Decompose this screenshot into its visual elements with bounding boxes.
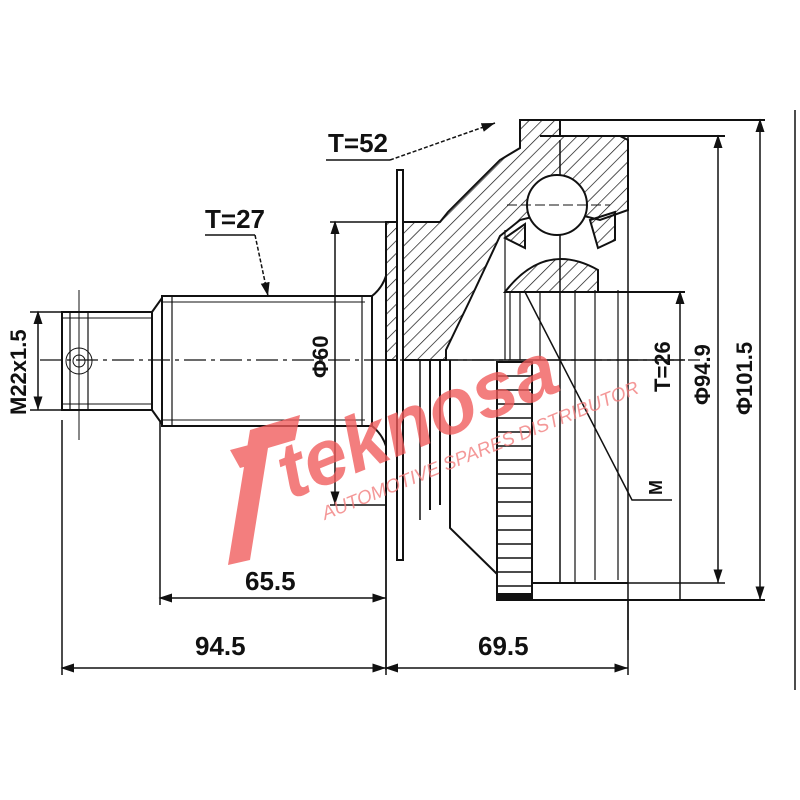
dimension-lines <box>30 110 796 690</box>
label-65-5: 65.5 <box>245 566 296 596</box>
label-m: M <box>646 480 666 495</box>
watermark-logo-icon <box>228 415 300 565</box>
label-phi101-5: Φ101.5 <box>732 342 757 415</box>
label-phi60: Φ60 <box>308 335 333 378</box>
label-t26: T=26 <box>650 341 675 392</box>
label-phi94-9: Φ94.9 <box>690 344 715 405</box>
threaded-end <box>61 311 153 411</box>
label-t52: T=52 <box>328 128 388 158</box>
label-t27: T=27 <box>205 204 265 234</box>
label-69-5: 69.5 <box>478 631 529 661</box>
label-thread: M22x1.5 <box>6 329 31 415</box>
label-94-5: 94.5 <box>195 631 246 661</box>
dimension-labels: T=52 T=27 M22x1.5 Φ60 T=26 Φ94.9 Φ101.5 … <box>6 128 757 661</box>
